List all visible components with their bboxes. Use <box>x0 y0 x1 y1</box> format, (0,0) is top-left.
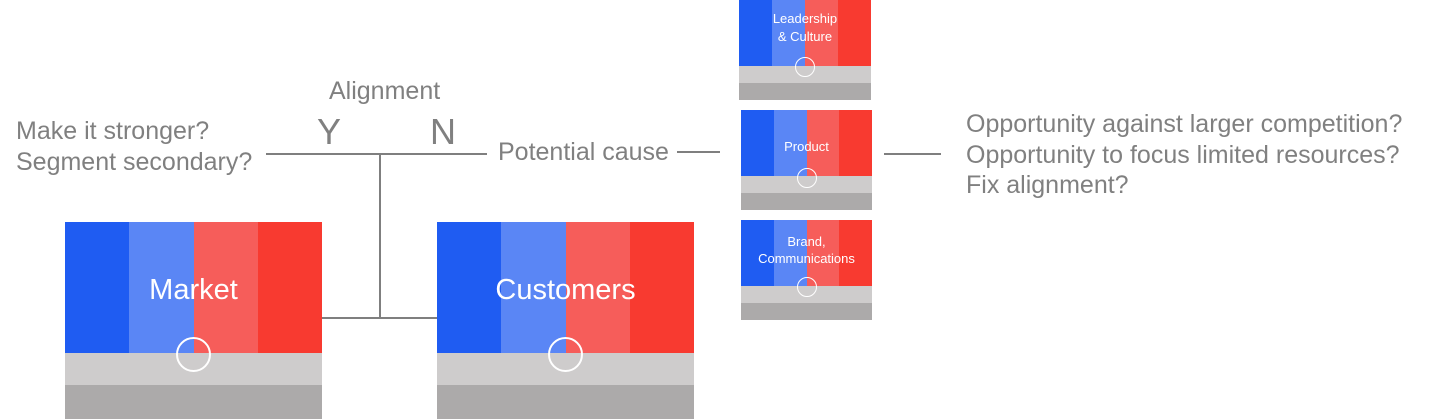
product-circle-icon <box>797 168 817 188</box>
customers-color-stripes <box>437 222 694 353</box>
customers-label: Customers <box>495 274 636 306</box>
right-question-3: Fix alignment? <box>966 171 1129 199</box>
product-color-stripes <box>741 110 872 176</box>
leadership-label-line1: Leadership <box>772 11 838 26</box>
brand-label-line2: Communications <box>758 251 855 266</box>
right-question-2: Opportunity to focus limited resources? <box>966 141 1400 169</box>
leadership-label-line2: & Culture <box>777 29 833 44</box>
alignment-yes-label: Y <box>317 111 342 152</box>
connector-vertical-center <box>379 153 381 319</box>
leadership-color-stripes <box>739 0 871 66</box>
market-circle-icon <box>176 337 211 372</box>
product-label: Product <box>784 139 829 154</box>
leadership-circle-icon <box>795 57 815 77</box>
market-card: Market <box>65 222 322 419</box>
product-dark-band <box>741 193 872 210</box>
left-question-1: Make it stronger? <box>16 117 210 145</box>
brand-color-stripes <box>741 220 872 286</box>
connector-horizontal-top <box>266 153 487 155</box>
leadership-culture-card: Leadership & Culture <box>739 0 871 100</box>
customers-dark-band <box>437 385 694 419</box>
brand-circle-icon <box>797 277 817 297</box>
market-dark-band <box>65 385 322 419</box>
brand-label-line1: Brand, <box>787 234 826 249</box>
market-color-stripes <box>65 222 322 353</box>
connector-product-questions <box>884 153 941 155</box>
left-question-2: Segment secondary? <box>16 148 253 176</box>
brand-communications-card: Brand, Communications <box>741 220 872 320</box>
right-question-1: Opportunity against larger competition? <box>966 110 1403 138</box>
customers-circle-icon <box>548 337 583 372</box>
product-card: Product <box>741 110 872 210</box>
connector-cause-product <box>677 151 720 153</box>
potential-cause-label: Potential cause <box>498 138 669 166</box>
customers-card: Customers <box>437 222 694 419</box>
alignment-title: Alignment <box>329 77 441 105</box>
connector-market-customers <box>322 317 437 319</box>
alignment-no-label: N <box>430 111 456 152</box>
brand-dark-band <box>741 303 872 320</box>
leadership-dark-band <box>739 83 871 100</box>
market-label: Market <box>149 274 238 306</box>
